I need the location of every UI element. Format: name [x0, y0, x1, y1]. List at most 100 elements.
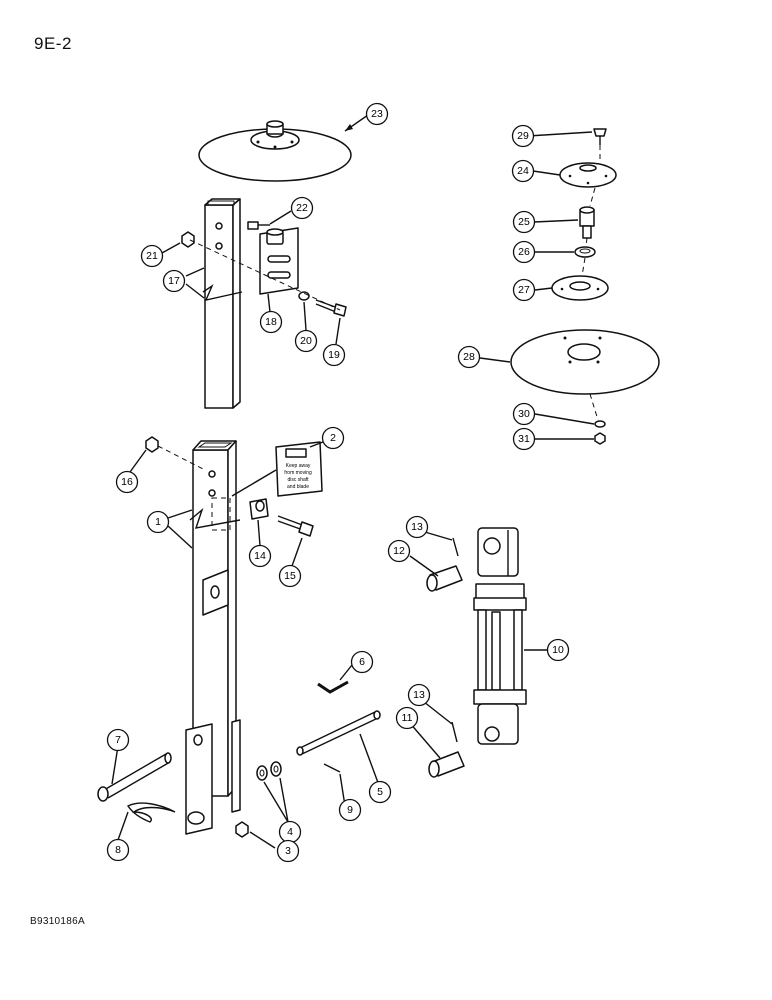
- callout-9: 9: [338, 798, 362, 822]
- callout-25: 25: [512, 210, 536, 234]
- bolt-15: [277, 515, 314, 537]
- bolt-3: [235, 821, 249, 838]
- callout-27: 27: [512, 278, 536, 302]
- callout-label-27: 27: [518, 284, 530, 296]
- callout-28: 28: [457, 345, 481, 369]
- callout-31: 31: [512, 427, 536, 451]
- callout-label-22: 22: [296, 202, 308, 214]
- disc-blade-23: [198, 120, 352, 182]
- callout-label-14: 14: [254, 550, 266, 562]
- callout-15: 15: [278, 564, 302, 588]
- callout-label-2: 2: [330, 432, 336, 444]
- callout-30: 30: [512, 402, 536, 426]
- callout-label-9: 9: [347, 804, 353, 816]
- leader-lines: [111, 114, 595, 849]
- upper-standard-tube-17: [202, 198, 243, 409]
- nut-21: [181, 231, 195, 248]
- callout-6: 6: [350, 650, 374, 674]
- callout-label-20: 20: [300, 335, 312, 347]
- callout-16: 16: [115, 470, 139, 494]
- callout-4: 4: [278, 820, 302, 844]
- decal-line-1: Keep away: [286, 463, 311, 469]
- callout-label-30: 30: [518, 408, 530, 420]
- bent-pin-6: [317, 680, 349, 694]
- callout-21: 21: [140, 244, 164, 268]
- callout-label-17: 17: [168, 275, 180, 287]
- callout-label-23: 23: [371, 108, 383, 120]
- callout-label-31: 31: [518, 433, 530, 445]
- callout-20: 20: [294, 329, 318, 353]
- nut-31: [594, 432, 606, 445]
- cotter-pin-9: [323, 763, 341, 773]
- bearing-26: [574, 246, 596, 258]
- callout-label-19: 19: [328, 349, 340, 361]
- long-pin-5: [296, 710, 381, 756]
- callout-29: 29: [511, 124, 535, 148]
- hub-flange-24: [559, 162, 617, 188]
- nut-16: [145, 436, 159, 453]
- decal-line-4: and blade: [287, 484, 309, 490]
- callout-14: 14: [248, 544, 272, 568]
- hub-flange-27: [551, 275, 609, 301]
- spacer-14: [249, 498, 269, 520]
- callout-label-5: 5: [377, 786, 383, 798]
- bolt-19: [315, 299, 347, 317]
- cotter-pin-13a: [452, 537, 459, 557]
- callout-8: 8: [106, 838, 130, 862]
- page-number: 9E-2: [34, 34, 72, 53]
- hydraulic-cylinder-10: [473, 527, 527, 745]
- callout-label-18: 18: [265, 316, 277, 328]
- callout-11: 11: [395, 706, 419, 730]
- decal-line-3: disc shaft: [287, 477, 309, 483]
- bolt-29: [593, 128, 607, 145]
- callout-label-21: 21: [146, 250, 158, 262]
- callout-label-11: 11: [402, 712, 413, 724]
- callout-13-lower: 13: [407, 683, 431, 707]
- disc-blade-28: [510, 329, 660, 395]
- clevis-pin-12: [426, 565, 463, 592]
- callout-26: 26: [512, 240, 536, 264]
- callout-label-29: 29: [517, 130, 529, 142]
- callout-22: 22: [290, 196, 314, 220]
- callout-label-13-lower: 13: [413, 689, 425, 701]
- spindle-25: [579, 206, 595, 239]
- callout-13-upper: 13: [405, 515, 429, 539]
- callout-label-15: 15: [284, 570, 296, 582]
- callout-label-25: 25: [518, 216, 530, 228]
- washers-4: [256, 761, 282, 781]
- callout-17: 17: [162, 269, 186, 293]
- clevis-pin-11: [428, 751, 465, 778]
- callout-23: 23: [365, 102, 389, 126]
- washer-20: [298, 291, 310, 301]
- hair-pin-clip-8: [126, 802, 176, 823]
- callout-1: 1: [146, 510, 170, 534]
- callout-label-8: 8: [115, 844, 121, 856]
- figure-code: B9310186A: [30, 916, 85, 927]
- cotter-pin-13b: [451, 721, 458, 743]
- bolt-22: [247, 221, 270, 230]
- washer-30: [594, 420, 606, 428]
- callout-19: 19: [322, 343, 346, 367]
- callout-18: 18: [259, 310, 283, 334]
- callout-12: 12: [387, 539, 411, 563]
- callout-5: 5: [368, 780, 392, 804]
- callout-label-3: 3: [285, 845, 291, 857]
- callout-label-4: 4: [287, 826, 293, 838]
- callout-label-12: 12: [393, 545, 405, 557]
- callout-label-26: 26: [518, 246, 530, 258]
- callout-label-7: 7: [115, 734, 121, 746]
- main-standard-tube-1: [185, 440, 241, 835]
- callout-label-6: 6: [359, 656, 365, 668]
- callout-label-10: 10: [552, 644, 564, 656]
- callout-7: 7: [106, 728, 130, 752]
- callout-3: 3: [276, 839, 300, 863]
- callout-2: 2: [321, 426, 345, 450]
- decal-line-2: from moving: [284, 470, 312, 476]
- callout-label-16: 16: [121, 476, 133, 488]
- clevis-pin-7: [97, 752, 172, 802]
- bracket-plate-18: [259, 227, 299, 295]
- safety-decal-2: Keep away from moving disc shaft and bla…: [275, 441, 323, 497]
- callout-label-24: 24: [517, 165, 529, 177]
- callout-label-28: 28: [463, 351, 475, 363]
